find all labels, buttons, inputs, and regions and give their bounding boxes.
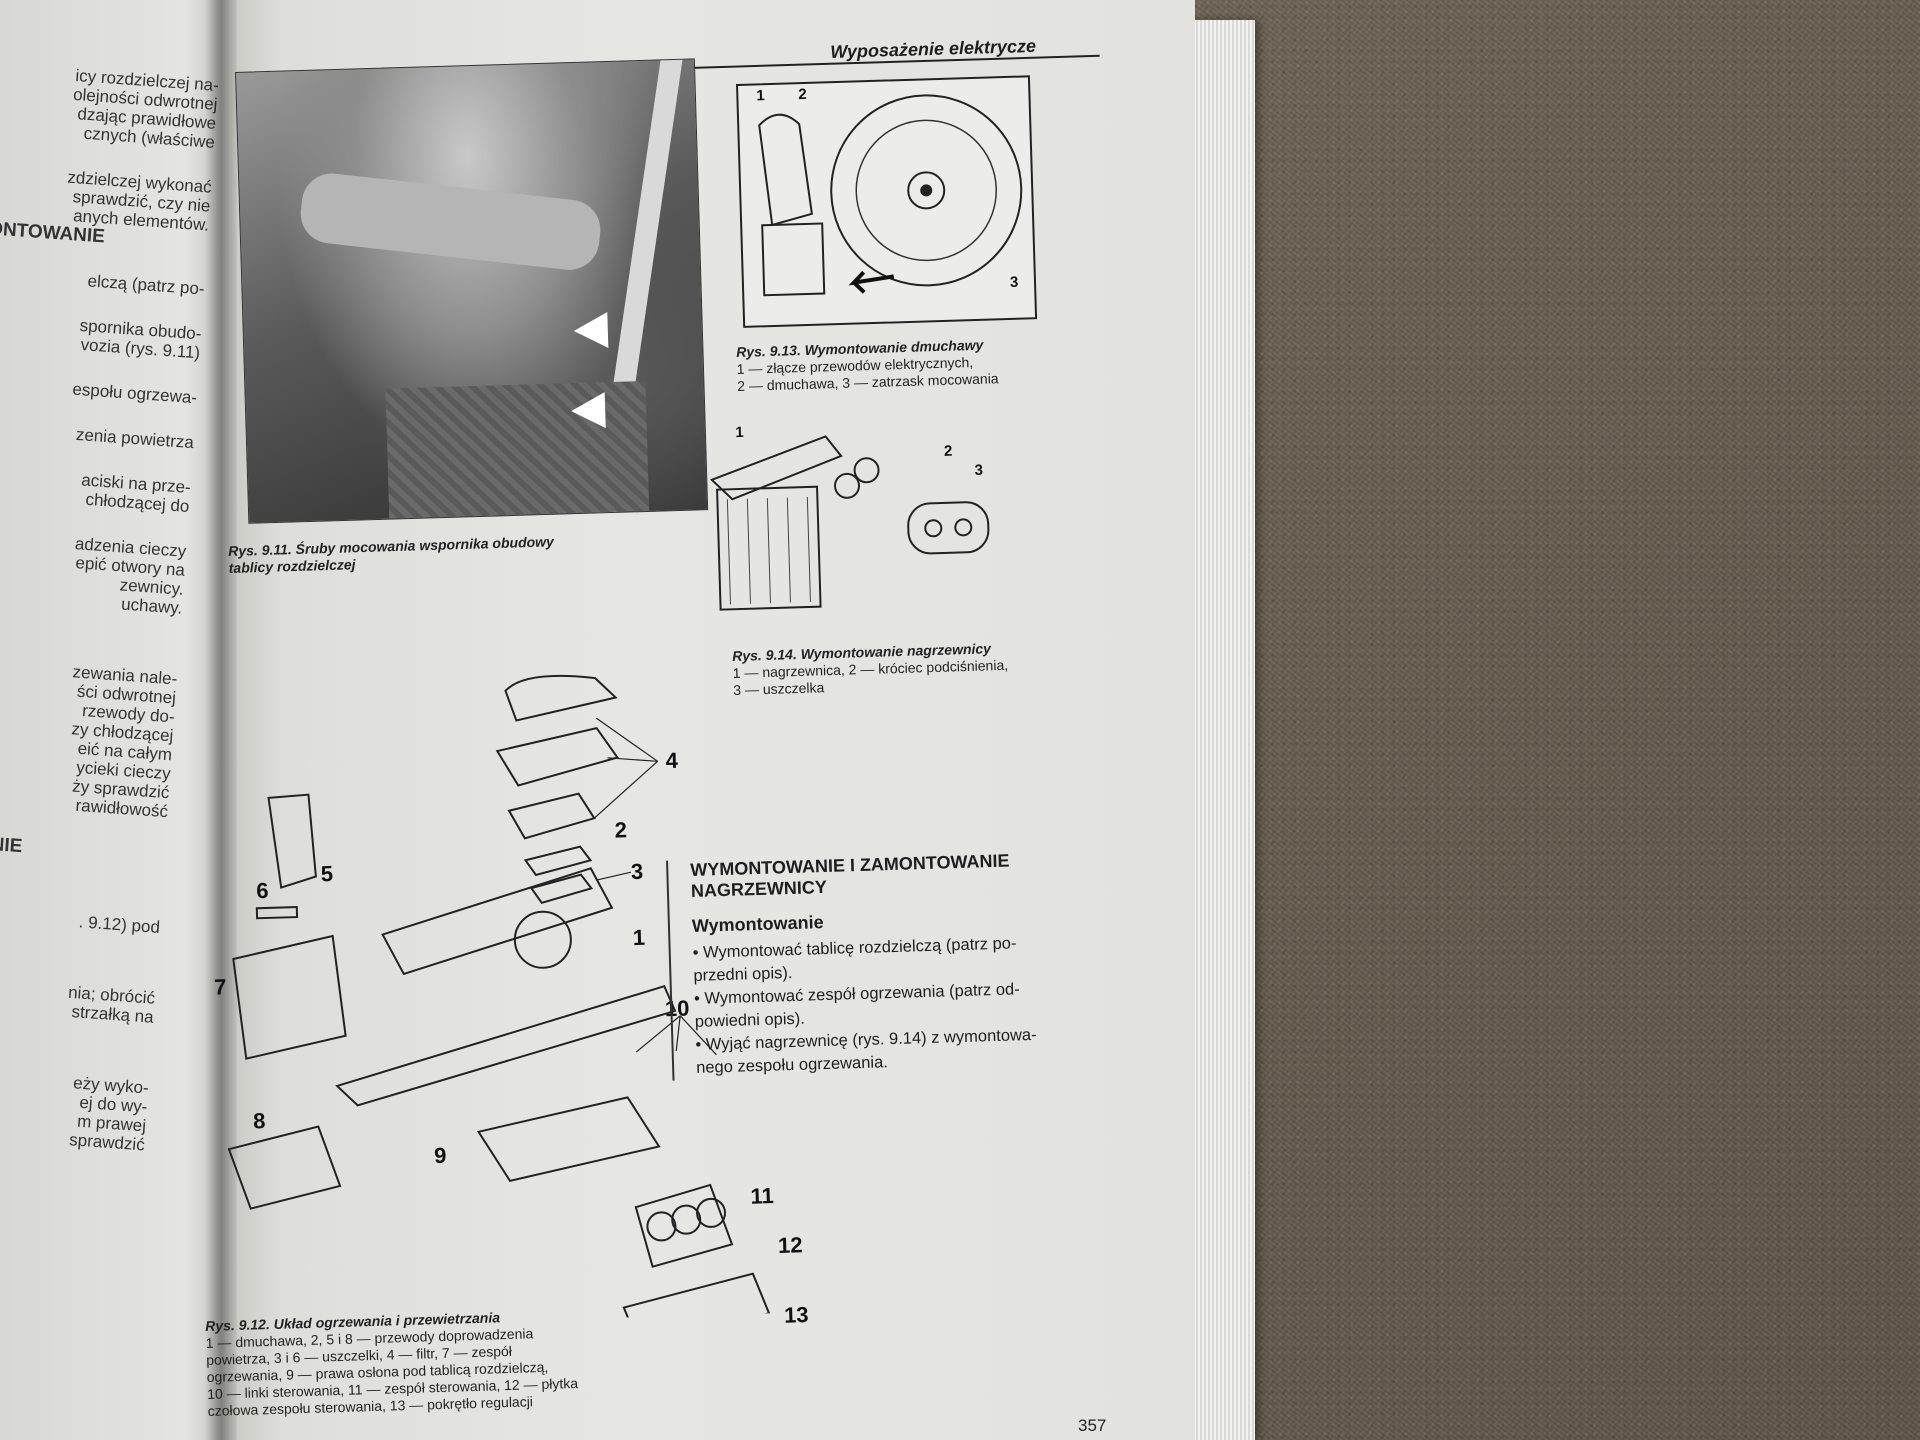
photo-dashboard-support: [297, 170, 604, 273]
section-heater-removal: WYMONTOWANIE I ZAMONTOWANIE NAGRZEWNICY …: [666, 848, 1116, 1081]
fig-9-12-label: 13: [783, 1302, 809, 1328]
fig-9-12-label: 6: [255, 877, 269, 904]
fig-9-12-label: 5: [320, 860, 334, 887]
fig-9-13-label: 3: [1009, 273, 1019, 291]
fig-9-12-label: 9: [433, 1142, 447, 1169]
arrow-icon: [573, 312, 609, 350]
fig-9-14-label: 3: [974, 461, 984, 480]
fig-9-12-label: 10: [664, 995, 690, 1022]
fig-9-12-label: 11: [750, 1183, 775, 1209]
fig-9-14-drawing: 1 2 3: [705, 411, 1011, 620]
fig-9-12-label: 8: [252, 1108, 266, 1134]
heating-system-exploded-illustration: [227, 674, 771, 1349]
fig-9-12-label: 1: [632, 924, 646, 951]
fig-9-13-drawing: 1 2 3: [736, 75, 1038, 328]
fig-9-13-caption: Rys. 9.13. Wymontowanie dmuchawy 1 — złą…: [736, 336, 999, 395]
fig-9-13-label: 1: [756, 87, 765, 105]
photo-dashboard: [235, 58, 709, 524]
fig-9-14-label: 1: [735, 423, 744, 442]
page-number: 357: [1078, 1416, 1107, 1435]
book-gutter: [205, 0, 237, 1440]
fig-9-12-caption: Rys. 9.12. Układ ogrzewania i przewietrz…: [205, 1307, 579, 1420]
fig-9-12-label: 7: [213, 974, 227, 1000]
arrow-icon: [570, 392, 606, 430]
fig-9-12-drawing: 1 2 3 4 5 6 7 8 9 10 11 12 13: [195, 661, 857, 1430]
photo-floor-mat: [385, 380, 650, 519]
blower-illustration: [758, 94, 1023, 297]
heater-core-illustration: [709, 435, 990, 611]
fig-9-13-label: 2: [798, 85, 807, 104]
fig-9-12-label: 4: [665, 747, 679, 774]
fig-9-12-label: 12: [777, 1232, 803, 1258]
fig-9-12-label: 2: [614, 817, 628, 843]
fig-9-14-label: 2: [943, 442, 953, 460]
fig-9-12-label: 3: [630, 858, 644, 885]
